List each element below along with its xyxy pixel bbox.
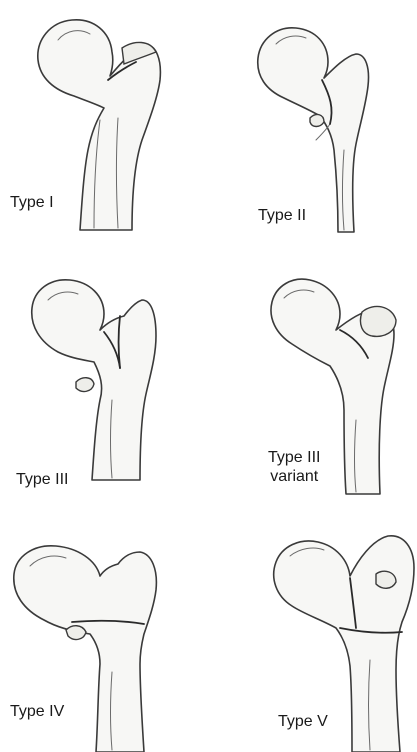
- label-type-iii: Type III: [16, 470, 68, 489]
- label-type-iii-variant: Type III variant: [268, 448, 320, 486]
- label-type-iv: Type IV: [10, 702, 64, 721]
- label-type-iii-variant-line1: Type III: [268, 448, 320, 467]
- label-type-ii: Type II: [258, 206, 306, 225]
- femur-drawing-type-iv: [14, 546, 157, 752]
- label-type-v: Type V: [278, 712, 328, 731]
- femur-drawing-type-i: [38, 20, 161, 230]
- femur-drawing-type-iii: [32, 280, 156, 480]
- label-type-i: Type I: [10, 193, 54, 212]
- femur-drawing-type-ii: [258, 28, 369, 232]
- label-type-iii-variant-line2: variant: [268, 467, 320, 486]
